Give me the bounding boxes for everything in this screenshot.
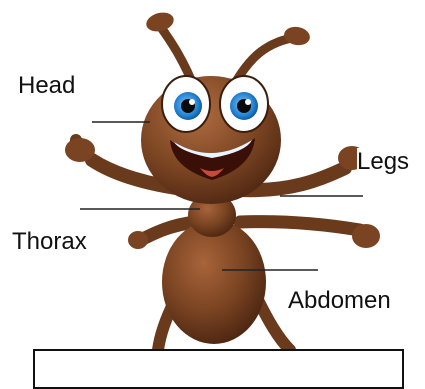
cartoon-ant-illustration	[0, 0, 425, 379]
legs-label: Legs	[357, 148, 409, 176]
head-shape	[141, 76, 281, 204]
empty-answer-box[interactable]	[33, 349, 404, 389]
abdomen-label: Abdomen	[284, 285, 395, 321]
thorax-label: Thorax	[10, 228, 89, 256]
head-label: Head	[18, 72, 75, 100]
abdomen-shape	[162, 220, 266, 344]
insect-body-parts-diagram: Head Legs Thorax Abdomen	[0, 0, 425, 379]
